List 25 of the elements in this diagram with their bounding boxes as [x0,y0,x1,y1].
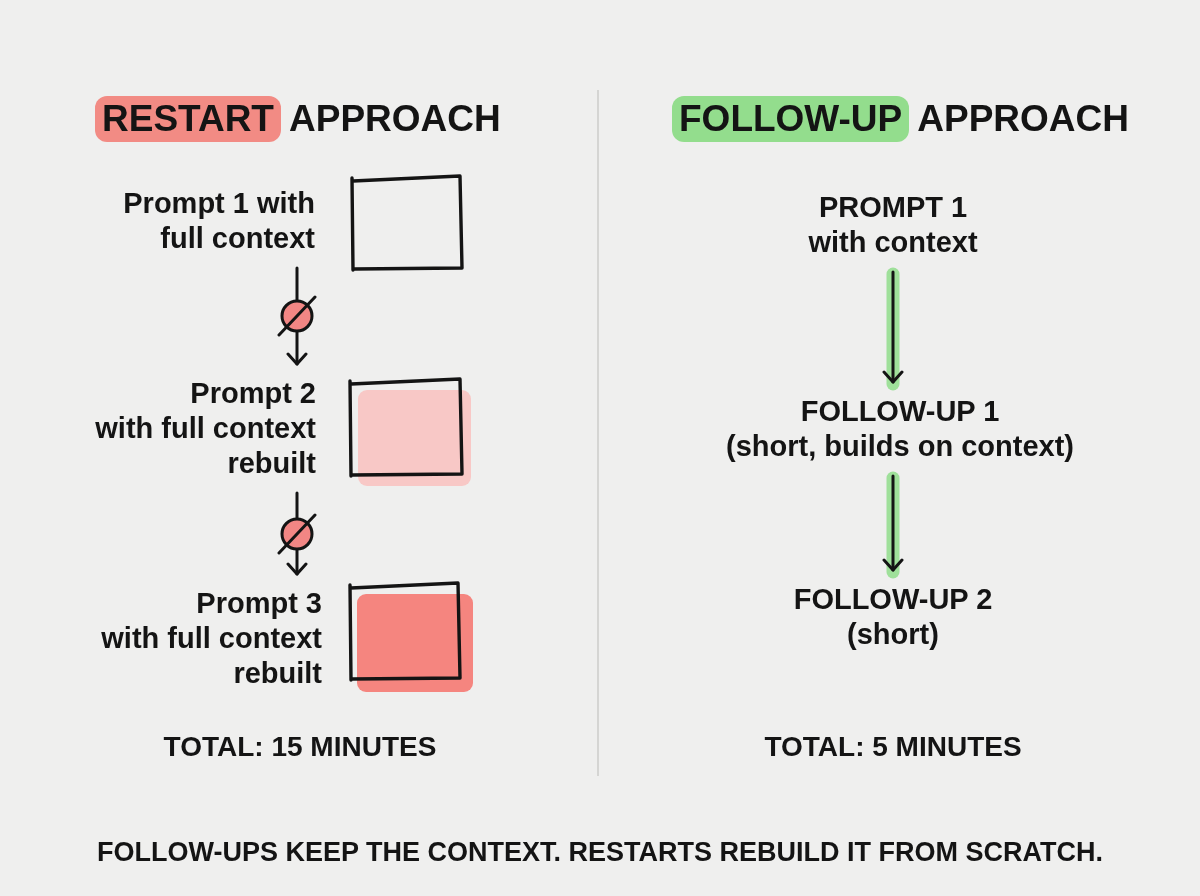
step-title: PROMPT 1 [817,190,969,225]
arrow [882,474,904,572]
total-time: TOTAL: 5 MINUTES [763,730,1023,764]
step-note: (short) [846,617,940,652]
step-note: with full context rebuilt [94,411,316,481]
highlighted-heading: FOLLOW-UP [672,96,910,142]
highlighted-heading: RESTART [95,96,281,142]
step-label: Prompt 1 with full context [105,186,315,256]
step-title: Prompt 3 [195,586,322,621]
total-time: TOTAL: 15 MINUTES [162,730,438,764]
step-note: (short, builds on context) [725,429,1075,464]
step-note: with context [807,225,979,260]
square-outline [349,173,465,272]
arrow [882,270,904,384]
square-outline [347,580,476,695]
step-title: FOLLOW-UP 2 [792,582,994,617]
step-title: Prompt 2 [189,376,316,411]
heading: APPROACH [917,97,1129,141]
step-title: FOLLOW-UP 1 [799,394,1001,429]
step-note: with full context rebuilt [100,621,322,691]
caption: FOLLOW-UPS KEEP THE CONTEXT. RESTARTS REBUILD IT FROM SCRATCH. [96,836,1104,869]
heading: APPROACH [289,97,501,141]
square-outline [347,376,474,489]
arrow [286,491,308,576]
arrow [286,266,308,366]
